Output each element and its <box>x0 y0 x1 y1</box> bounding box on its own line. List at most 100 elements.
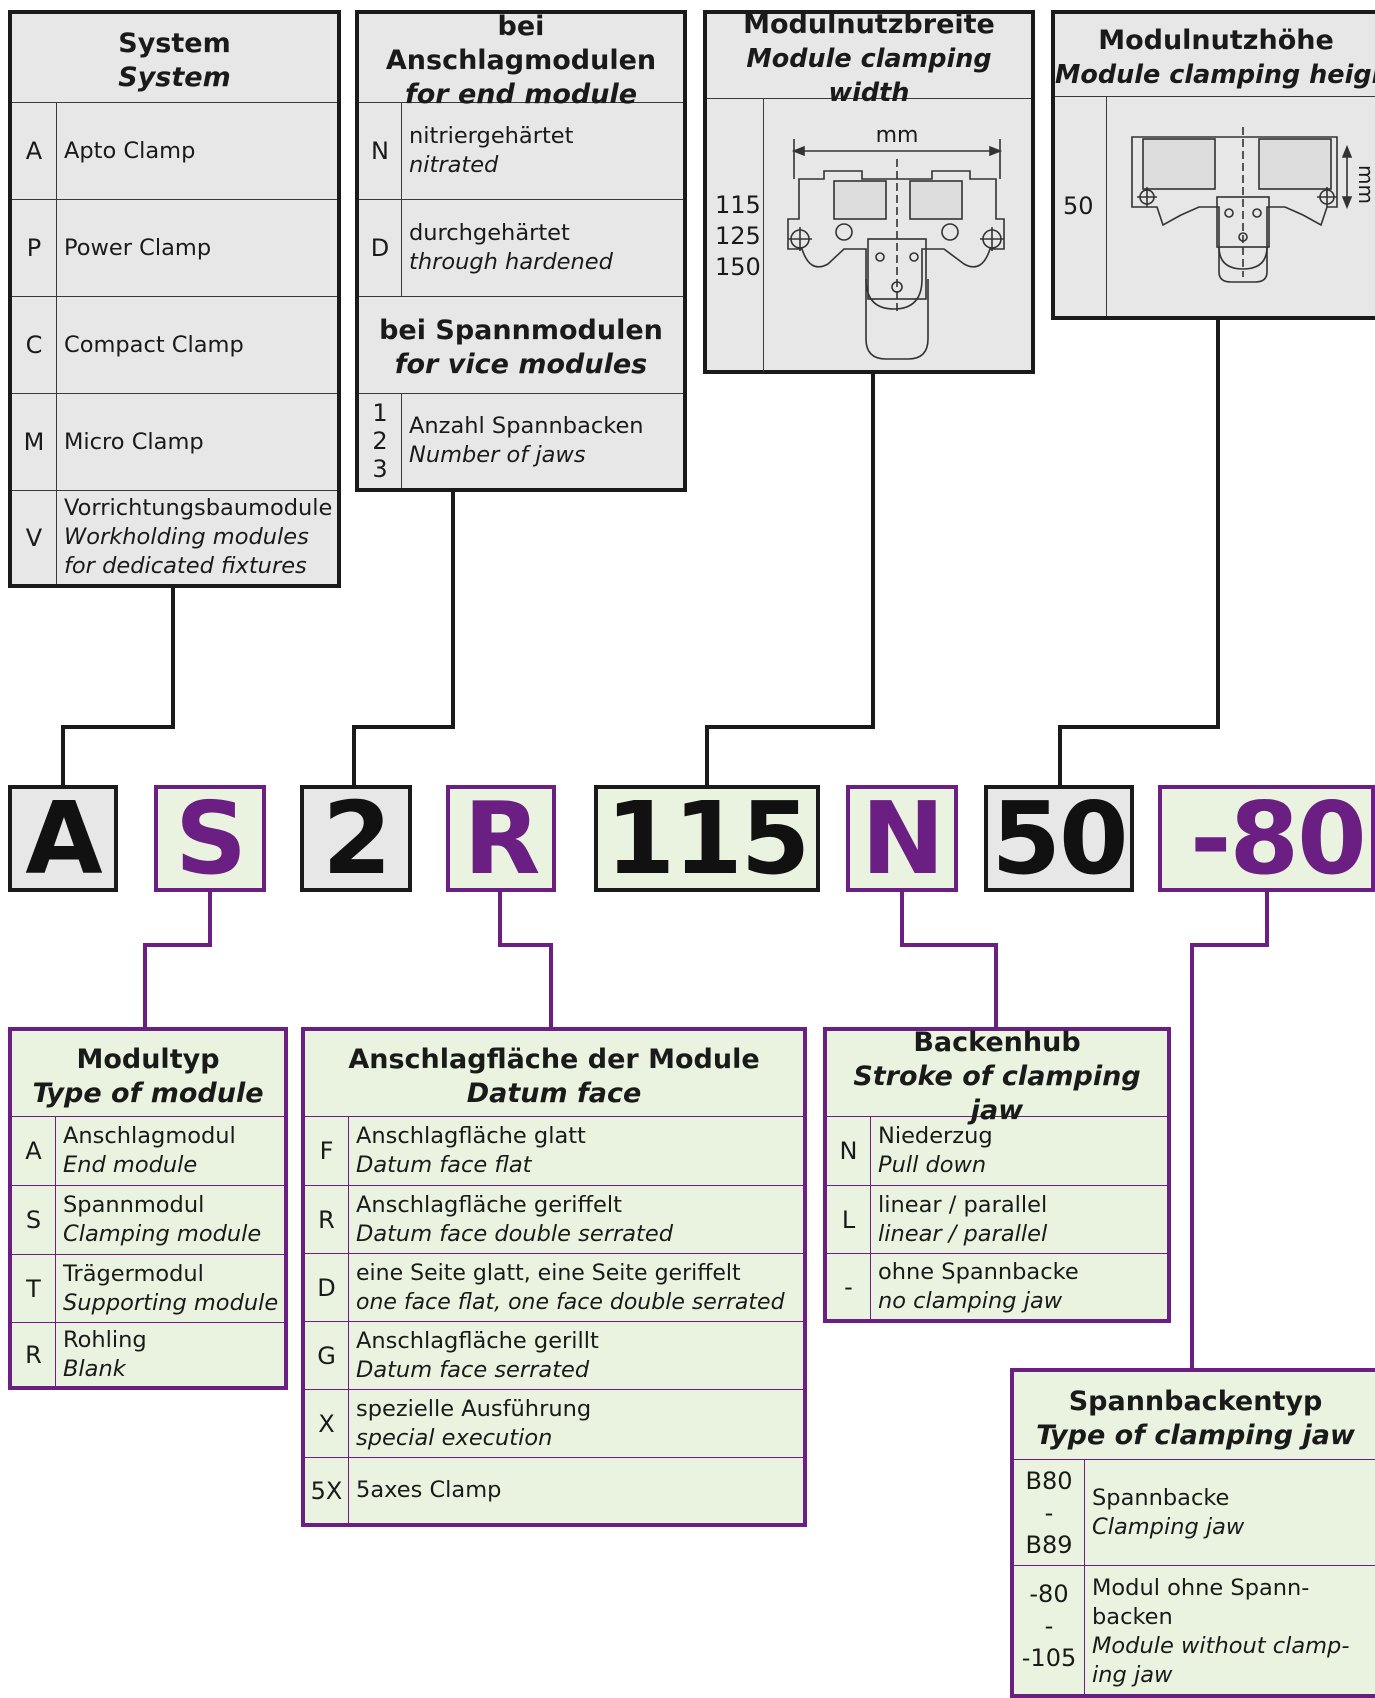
system-desc: Vorrichtungsbaumodule <box>64 495 333 521</box>
height-unit: mm <box>1354 165 1375 204</box>
height-table: Modulnutzhöhe Module clamping height 50 <box>1051 10 1375 320</box>
width-title-de: Modulnutzbreite <box>743 9 995 40</box>
stroke-title-en: Stroke of clamping jaw <box>853 1060 1141 1126</box>
system-desc-en: Workholding modules <box>64 524 309 550</box>
stroke-desc-en: Pull down <box>878 1152 987 1178</box>
datum-face-desc: 5axes Clamp <box>356 1477 502 1503</box>
datum-face-title-de: Anschlagfläche der Module <box>348 1043 760 1075</box>
code-width: 115 <box>594 785 820 892</box>
system-desc: Compact Clamp <box>64 331 244 358</box>
code-module-type: S <box>154 785 266 892</box>
height-header: Modulnutzhöhe Module clamping height <box>1055 14 1375 97</box>
datum-face-code: G <box>305 1322 349 1389</box>
end-module-code: D <box>359 200 402 296</box>
jaw-type-header: Spannbackentyp Type of clamping jaw <box>1014 1372 1375 1460</box>
jaw-type-desc-en: Clamping jaw <box>1092 1513 1245 1540</box>
datum-face-desc: spezielle Ausführung <box>356 1395 592 1422</box>
end-module-title-en: for end module <box>404 79 638 110</box>
system-code: P <box>12 200 57 296</box>
datum-face-code: F <box>305 1117 349 1185</box>
connector-datum <box>498 889 553 1029</box>
module-drawing-icon: mm <box>787 123 1005 360</box>
datum-face-desc: Anschlagfläche geriffelt <box>356 1191 622 1218</box>
stroke-code: N <box>827 1117 871 1185</box>
jaw-count-codes: 1 2 3 <box>359 394 402 488</box>
width-value: 115 <box>715 190 761 219</box>
stroke-title-de: Backenhub <box>913 1026 1081 1058</box>
vice-module-header: bei Spannmodulen for vice modules <box>359 297 683 394</box>
module-width-drawing: mm <box>764 99 1031 373</box>
module-drawing-icon: mm <box>1131 127 1375 283</box>
system-row-p: P Power Clamp <box>12 200 337 297</box>
code-height: 50 <box>984 785 1134 892</box>
datum-face-title-en: Datum face <box>466 1077 642 1109</box>
system-code: M <box>12 394 57 490</box>
system-table: System System A Apto Clamp P Power Clamp… <box>8 10 341 588</box>
jaw-type-title-de: Spannbackentyp <box>1068 1385 1323 1417</box>
datum-face-desc: Anschlagfläche glatt <box>356 1123 586 1149</box>
datum-face-desc-en: one face flat, one face double serrated <box>356 1289 785 1315</box>
datum-face-table: Anschlagfläche der Module Datum face F A… <box>301 1027 807 1527</box>
end-module-desc: durchgehärtet <box>409 220 570 246</box>
jaw-type-code: - <box>1044 1612 1054 1640</box>
system-desc: Micro Clamp <box>64 428 204 455</box>
module-type-code: S <box>12 1186 56 1254</box>
width-unit: mm <box>876 123 919 148</box>
jaw-type-desc: backen <box>1092 1604 1173 1630</box>
datum-face-desc-en: Datum face double serrated <box>356 1220 673 1247</box>
jaw-type-desc: Spannbacke <box>1092 1484 1230 1511</box>
code-jaws: 2 <box>300 785 412 892</box>
module-type-desc-en: Blank <box>63 1355 126 1382</box>
jaw-count-code: 1 <box>372 399 388 427</box>
end-module-desc-en: nitrated <box>409 152 499 178</box>
jaw-type-desc-en: Module without clamp- <box>1092 1633 1350 1659</box>
connector-module-type <box>143 889 212 1029</box>
datum-face-row: 5X 5axes Clamp <box>305 1458 803 1523</box>
jaw-type-desc-en: ing jaw <box>1092 1662 1173 1688</box>
system-code: V <box>12 491 57 584</box>
vice-module-title-de: bei Spannmodulen <box>379 315 663 346</box>
jaw-count-row: 1 2 3 Anzahl Spannbacken Number of jaws <box>359 394 683 488</box>
jaw-type-code: - <box>1044 1498 1054 1527</box>
stroke-code: - <box>827 1254 871 1319</box>
end-module-desc-en: through hardened <box>409 249 613 275</box>
width-title-en: Module clamping width <box>746 44 992 108</box>
datum-face-code: X <box>305 1390 349 1457</box>
connector-jaw-type <box>1190 889 1269 1370</box>
datum-face-desc-en: special execution <box>356 1424 553 1451</box>
width-header: Modulnutzbreite Module clamping width <box>707 9 1031 108</box>
stroke-desc-en: linear / parallel <box>878 1220 1048 1247</box>
height-title-de: Modulnutzhöhe <box>1098 25 1334 56</box>
module-type-title-en: Type of module <box>32 1077 264 1109</box>
end-module-table: bei Anschlagmodulen for end module N nit… <box>355 10 687 492</box>
jaw-type-code: B89 <box>1025 1530 1073 1559</box>
code-stroke: N <box>846 785 958 892</box>
jaw-count-code: 2 <box>372 427 388 455</box>
system-title-en: System <box>118 62 231 93</box>
stroke-desc: linear / parallel <box>878 1191 1048 1218</box>
module-type-desc-en: Supporting module <box>63 1289 279 1316</box>
jaw-type-codes: -80 - -105 <box>1014 1566 1085 1694</box>
datum-face-row: D eine Seite glatt, eine Seite geriffelt… <box>305 1254 803 1322</box>
module-type-desc-en: End module <box>63 1152 198 1178</box>
system-row-v: V Vorrichtungsbaumodule Workholding modu… <box>12 491 337 584</box>
datum-face-desc: Anschlagfläche gerillt <box>356 1327 599 1354</box>
module-type-desc: Trägermodul <box>63 1260 204 1287</box>
datum-face-code: 5X <box>305 1458 349 1523</box>
height-panel: 50 mm <box>1055 97 1375 316</box>
module-height-drawing: mm <box>1107 97 1375 316</box>
module-type-desc-en: Clamping module <box>63 1221 262 1247</box>
end-module-code: N <box>359 103 402 199</box>
jaw-type-desc: Modul ohne Spann- <box>1092 1575 1310 1601</box>
connector-system <box>61 586 175 787</box>
connector-stroke <box>900 889 998 1029</box>
end-module-desc: nitriergehärtet <box>409 123 574 149</box>
height-title-en: Module clamping height <box>1055 60 1375 90</box>
datum-face-code: D <box>305 1254 349 1321</box>
